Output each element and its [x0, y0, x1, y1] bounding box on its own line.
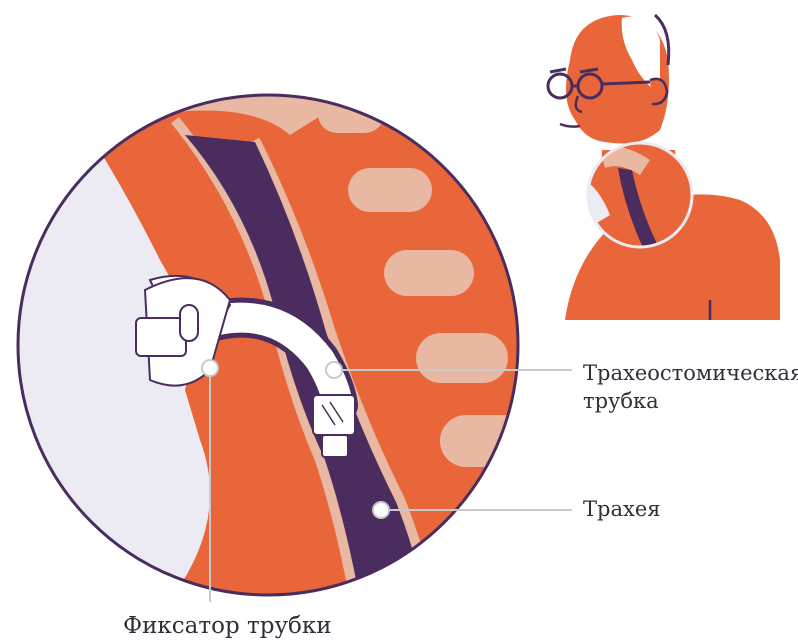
- trachea-pointer-dot: [373, 502, 389, 518]
- holder-pointer-dot: [202, 360, 218, 376]
- tube-pointer-dot: [326, 362, 342, 378]
- tracheostomy-tube-label-line1: Трахеостомическая: [583, 359, 798, 387]
- tube-holder-label: Фиксатор трубки: [123, 612, 332, 640]
- patient-illustration: [548, 15, 780, 320]
- tracheostomy-tube-label: Трахеостомическая трубка: [583, 359, 798, 415]
- trachea-label: Трахея: [583, 495, 661, 523]
- tracheostomy-tube-label-line2: трубка: [583, 387, 798, 415]
